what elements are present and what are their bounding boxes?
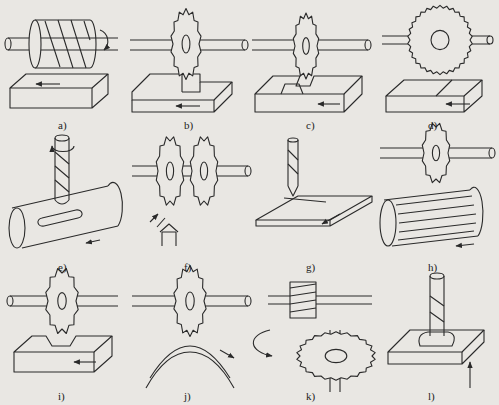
plate-milling — [256, 138, 372, 226]
panel-label: h) — [428, 262, 437, 273]
panel-label: a) — [58, 120, 67, 131]
cutter-outline — [171, 9, 201, 80]
panel-label: d) — [428, 120, 437, 131]
cutter-hub — [58, 293, 66, 310]
panel-label: k) — [306, 391, 315, 402]
cutter-hub — [303, 38, 310, 55]
panel-label: l) — [428, 391, 435, 402]
cutter-hub — [200, 162, 207, 180]
cutter-outline — [156, 137, 183, 205]
cutter-outline — [297, 332, 375, 380]
cutter-hub — [432, 145, 439, 161]
panel-label: e) — [58, 262, 67, 273]
panel-label: g) — [306, 262, 315, 273]
keyway-milling — [9, 135, 122, 248]
cutter-outline — [174, 266, 206, 337]
cutter-outline — [190, 137, 217, 205]
panel-label: f) — [184, 262, 191, 273]
cutter-outline — [422, 123, 449, 182]
panel-label: i) — [58, 391, 65, 402]
cutter-hub — [431, 30, 449, 49]
cutter-hub — [166, 162, 173, 180]
cutter-outline — [408, 5, 472, 74]
panel-label: j) — [184, 391, 191, 402]
slab-mill — [5, 20, 118, 108]
cutter-teeth — [46, 5, 472, 380]
pocket-milling — [388, 273, 484, 388]
panel-label: c) — [306, 120, 315, 131]
cutter-outline — [46, 269, 78, 334]
cutter-hub — [325, 349, 347, 362]
cutter-outline — [293, 13, 318, 79]
panel-label: b) — [184, 120, 193, 131]
cutter-hub — [186, 292, 194, 310]
cutter-hub — [182, 35, 190, 53]
